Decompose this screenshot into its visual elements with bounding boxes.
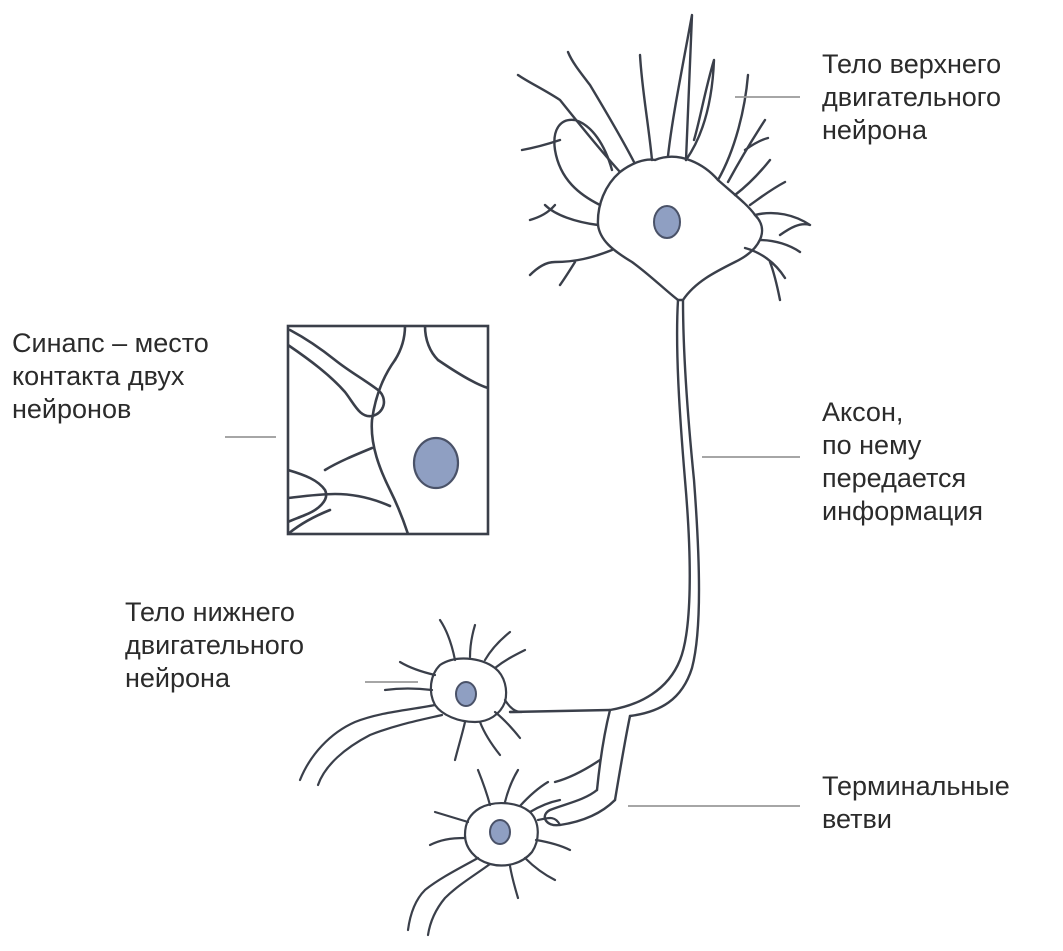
lower2-dendrite-long bbox=[408, 858, 490, 935]
upper-neuron bbox=[510, 15, 810, 825]
label-terminal-branches: Терминальные ветви bbox=[822, 770, 1010, 836]
label-line: передается bbox=[822, 462, 983, 495]
label-line: информация bbox=[822, 495, 983, 528]
lower2-dendrites-top bbox=[478, 770, 560, 812]
lower1-synapse-end bbox=[505, 700, 522, 712]
label-axon: Аксон, по нему передается информация bbox=[822, 396, 983, 528]
label-synapse: Синапс – место контакта двух нейронов bbox=[12, 327, 209, 426]
upper-axon-inner bbox=[630, 300, 699, 716]
lower1-nucleus bbox=[456, 682, 476, 706]
lower1-dendrites-left bbox=[385, 662, 435, 690]
label-lower-neuron-body: Тело нижнего двигательного нейрона bbox=[125, 596, 304, 695]
label-line: двигательного bbox=[125, 629, 304, 662]
upper-dendrite-bottomleft bbox=[530, 250, 612, 285]
label-line: ветви bbox=[822, 803, 1010, 836]
inset-dendrite-1 bbox=[288, 330, 384, 416]
lower-neuron-2 bbox=[408, 770, 570, 935]
upper-nucleus bbox=[654, 206, 680, 238]
label-line: двигательного bbox=[822, 81, 1001, 114]
terminal-branch-upper bbox=[555, 760, 600, 782]
inset-dendrite-4 bbox=[288, 494, 390, 506]
upper-dendrite-top bbox=[640, 15, 692, 160]
inset-nucleus bbox=[414, 438, 458, 488]
terminal-branch-main bbox=[597, 710, 630, 800]
label-line: Аксон, bbox=[822, 396, 983, 429]
inset-frame bbox=[288, 326, 488, 534]
label-line: нейрона bbox=[822, 114, 1001, 147]
label-line: контакта двух bbox=[12, 360, 209, 393]
label-line: Тело верхнего bbox=[822, 48, 1001, 81]
inset-soma-curve bbox=[372, 360, 408, 534]
upper-dendrite-topleft bbox=[518, 52, 634, 172]
lower1-dendrite-long bbox=[300, 705, 442, 785]
leader-lines bbox=[225, 97, 800, 806]
label-line: нейронов bbox=[12, 393, 209, 426]
upper-dendrite-right-top bbox=[728, 120, 768, 182]
lower-neuron-1 bbox=[300, 620, 525, 785]
lower2-dendrites-bottom bbox=[510, 840, 570, 898]
label-line: по нему bbox=[822, 429, 983, 462]
label-line: нейрона bbox=[125, 662, 304, 695]
inset-dendrite-2 bbox=[395, 326, 438, 360]
label-upper-neuron-body: Тело верхнего двигательного нейрона bbox=[822, 48, 1001, 147]
label-line: Терминальные bbox=[822, 770, 1010, 803]
label-line: Синапс – место bbox=[12, 327, 209, 360]
synapse-inset bbox=[288, 326, 488, 534]
inset-dendrite-6 bbox=[325, 448, 372, 470]
inset-soma-curve-2 bbox=[438, 360, 488, 388]
upper-dendrite-right bbox=[735, 160, 810, 235]
upper-dendrite-left-loop bbox=[545, 120, 612, 225]
label-line: Тело нижнего bbox=[125, 596, 304, 629]
lower2-dendrites-left bbox=[430, 812, 468, 845]
upper-axon bbox=[510, 300, 690, 712]
lower2-nucleus bbox=[490, 820, 510, 844]
